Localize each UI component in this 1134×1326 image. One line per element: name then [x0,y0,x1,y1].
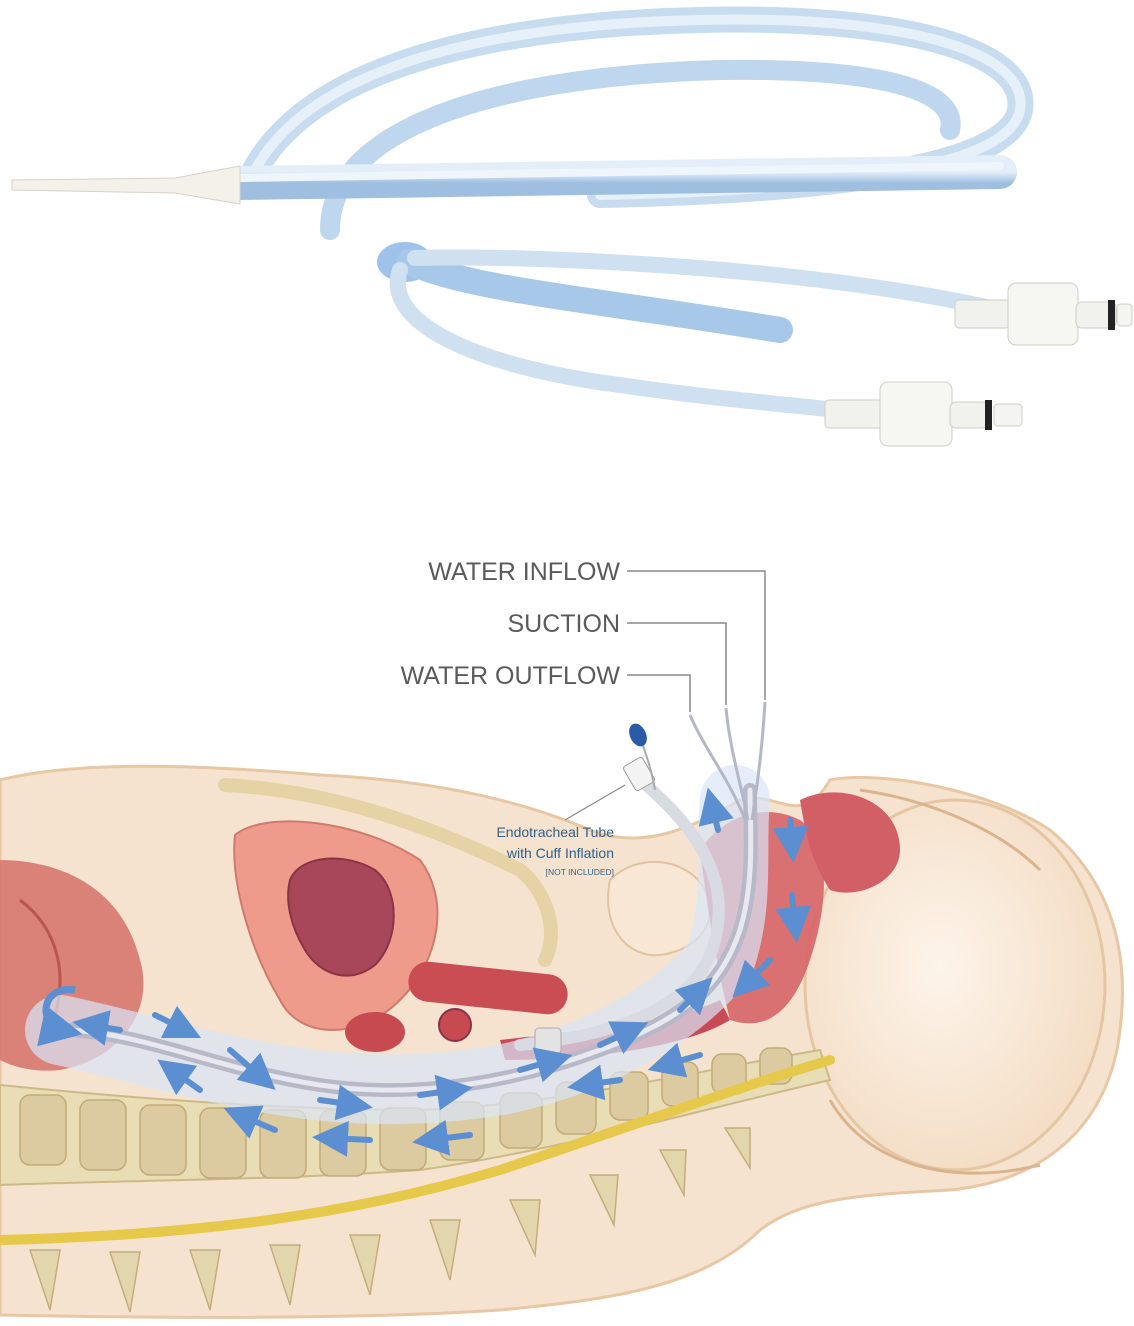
label-suction: SUCTION [508,610,621,638]
label-water-inflow: WATER INFLOW [428,558,620,586]
pulmonary-vessel [345,1012,405,1052]
label-ett-note: [NOT INCLUDED] [546,867,614,877]
label-water-outflow: WATER OUTFLOW [401,662,621,690]
catheter-product [12,20,1132,446]
callout-labels: WATER INFLOW SUCTION WATER OUTFLOW [401,558,765,712]
ett-cuff [535,1028,561,1054]
pilot-balloon [626,721,651,750]
catheter-tip [12,166,240,204]
anatomy-illustration: Endotracheal Tube with Cuff Inflation [N… [0,702,1122,1317]
label-ett-line2: with Cuff Inflation [506,845,614,861]
connector-lower [825,382,1022,446]
label-ett-line1: Endotracheal Tube [496,824,614,840]
connector-upper [955,283,1132,345]
